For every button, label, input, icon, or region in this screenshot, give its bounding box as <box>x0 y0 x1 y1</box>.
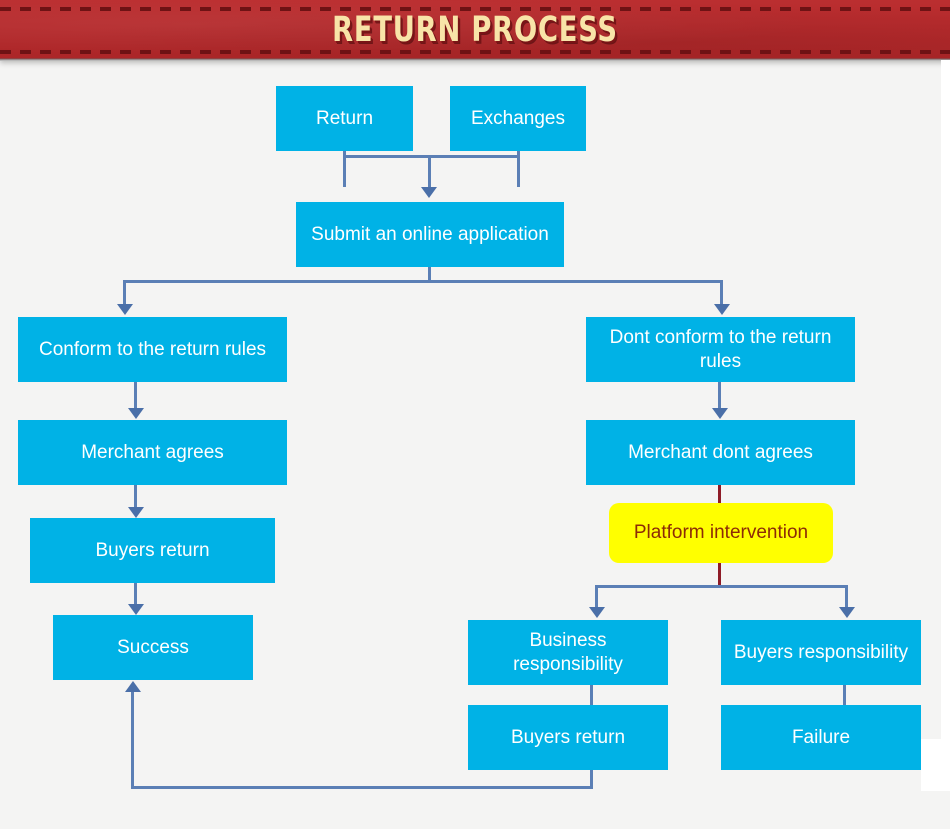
banner-shadow-edge <box>0 58 950 61</box>
connector-conform-to-merchant <box>134 382 137 409</box>
arrow-to-dont-conform <box>714 304 730 315</box>
arrow-to-buyers-return-left <box>128 507 144 518</box>
banner-stitch-bottom <box>0 50 950 54</box>
banner-stitch-top <box>0 7 950 11</box>
node-buyers-responsibility[interactable]: Buyers responsibility <box>721 620 921 685</box>
node-buyers-return-left[interactable]: Buyers return <box>30 518 275 583</box>
connector-platform-split-bar <box>595 585 848 588</box>
connector-return-down <box>343 151 346 187</box>
connector-merge-bar <box>343 155 520 158</box>
node-buyers-return-bottom[interactable]: Buyers return <box>468 705 668 770</box>
node-merchant-dont-agrees[interactable]: Merchant dont agrees <box>586 420 855 485</box>
connector-split-right <box>720 280 723 305</box>
node-platform-intervention[interactable]: Platform intervention <box>609 503 833 563</box>
feedback-loop-up <box>131 691 134 786</box>
connector-buyers-return-to-success <box>134 583 137 605</box>
node-dont-conform-to-return-rules[interactable]: Dont conform to the return rules <box>586 317 855 382</box>
feedback-loop-down <box>590 770 593 788</box>
connector-platform-split-left <box>595 585 598 608</box>
feedback-loop-horizontal <box>131 786 593 789</box>
connector-split-left <box>123 280 126 305</box>
node-failure[interactable]: Failure <box>721 705 921 770</box>
arrow-to-business-responsibility <box>589 607 605 618</box>
node-merchant-agrees[interactable]: Merchant agrees <box>18 420 287 485</box>
connector-submit-down <box>428 267 431 282</box>
connector-split-bar-top <box>123 280 723 283</box>
arrow-to-merchant-agrees <box>128 408 144 419</box>
page-title: RETURN PROCESS <box>332 10 618 50</box>
arrow-to-success <box>128 604 144 615</box>
connector-merge-to-submit <box>428 155 431 187</box>
connector-buyers-resp-to-failure <box>843 685 846 707</box>
connector-business-to-buyers-return <box>590 685 593 707</box>
node-submit-application[interactable]: Submit an online application <box>296 202 564 267</box>
node-success[interactable]: Success <box>53 615 253 680</box>
node-return[interactable]: Return <box>276 86 413 151</box>
arrow-to-merchant-dont-agrees <box>712 408 728 419</box>
arrow-to-buyers-responsibility <box>839 607 855 618</box>
arrow-feedback-to-success <box>125 681 141 692</box>
connector-dont-conform-to-merchant <box>718 382 721 409</box>
right-edge-artifact <box>941 60 950 740</box>
arrow-to-conform <box>117 304 133 315</box>
header-banner: RETURN PROCESS <box>0 0 950 60</box>
node-conform-to-return-rules[interactable]: Conform to the return rules <box>18 317 287 382</box>
corner-artifact <box>921 739 950 791</box>
node-exchanges[interactable]: Exchanges <box>450 86 586 151</box>
node-business-responsibility[interactable]: Business responsibility <box>468 620 668 685</box>
connector-exchanges-down <box>517 151 520 187</box>
arrow-to-submit <box>421 187 437 198</box>
connector-platform-split-right <box>845 585 848 608</box>
connector-merchant-to-buyers-return <box>134 485 137 510</box>
